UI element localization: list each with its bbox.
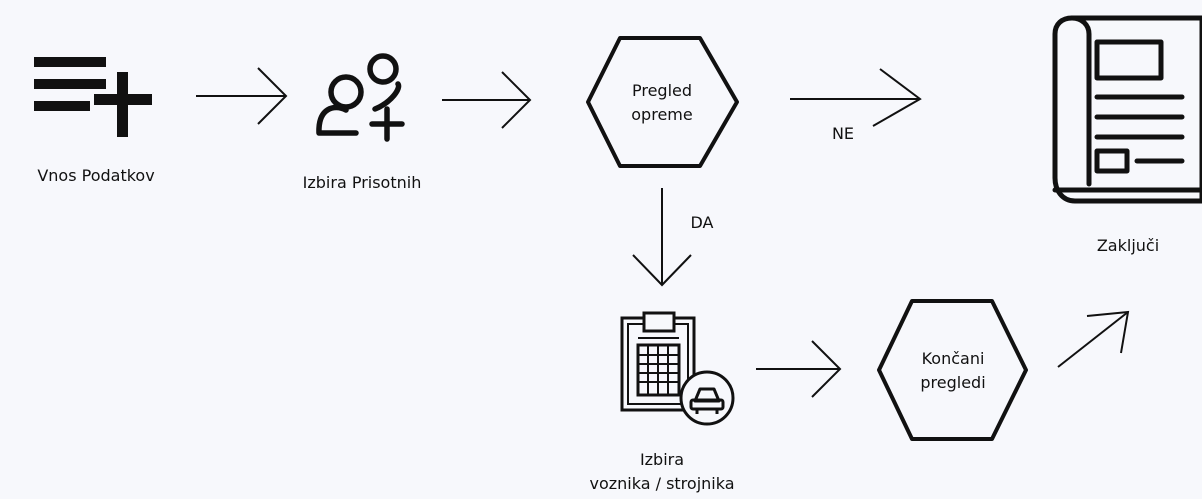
koncani-pregledi-label-line1: Končani (922, 349, 985, 368)
arrow-to-koncani-pregledi (756, 340, 842, 398)
vnos-podatkov-label: Vnos Podatkov (37, 166, 154, 185)
koncani-pregledi-node: Končani pregledi (877, 299, 1028, 441)
calendar-car-icon (620, 311, 735, 426)
ne-label: NE (832, 124, 854, 143)
zakljuci-label: Zaključi (1097, 236, 1159, 255)
izbira-prisotnih-label: Izbira Prisotnih (303, 173, 422, 192)
document-icon (1052, 15, 1202, 204)
izbira-voznika-label-line1: Izbira (640, 450, 684, 469)
arrow-to-zakljuci (1057, 310, 1130, 368)
arrow-to-izbira-prisotnih (196, 67, 288, 125)
pregled-opreme-label-line1: Pregled (632, 81, 692, 100)
da-label: DA (691, 213, 714, 232)
pregled-opreme-label-line2: opreme (631, 105, 692, 124)
koncani-pregledi-label-line2: pregledi (920, 373, 985, 392)
arrow-ne (790, 68, 922, 127)
pregled-opreme-decision: Pregled opreme (586, 36, 739, 168)
arrow-to-pregled-opreme (442, 71, 532, 129)
izbira-voznika-label-line2: voznika / strojnika (589, 474, 734, 493)
add-list-icon (34, 57, 152, 137)
add-user-icon (316, 53, 405, 142)
arrow-da (632, 188, 692, 287)
